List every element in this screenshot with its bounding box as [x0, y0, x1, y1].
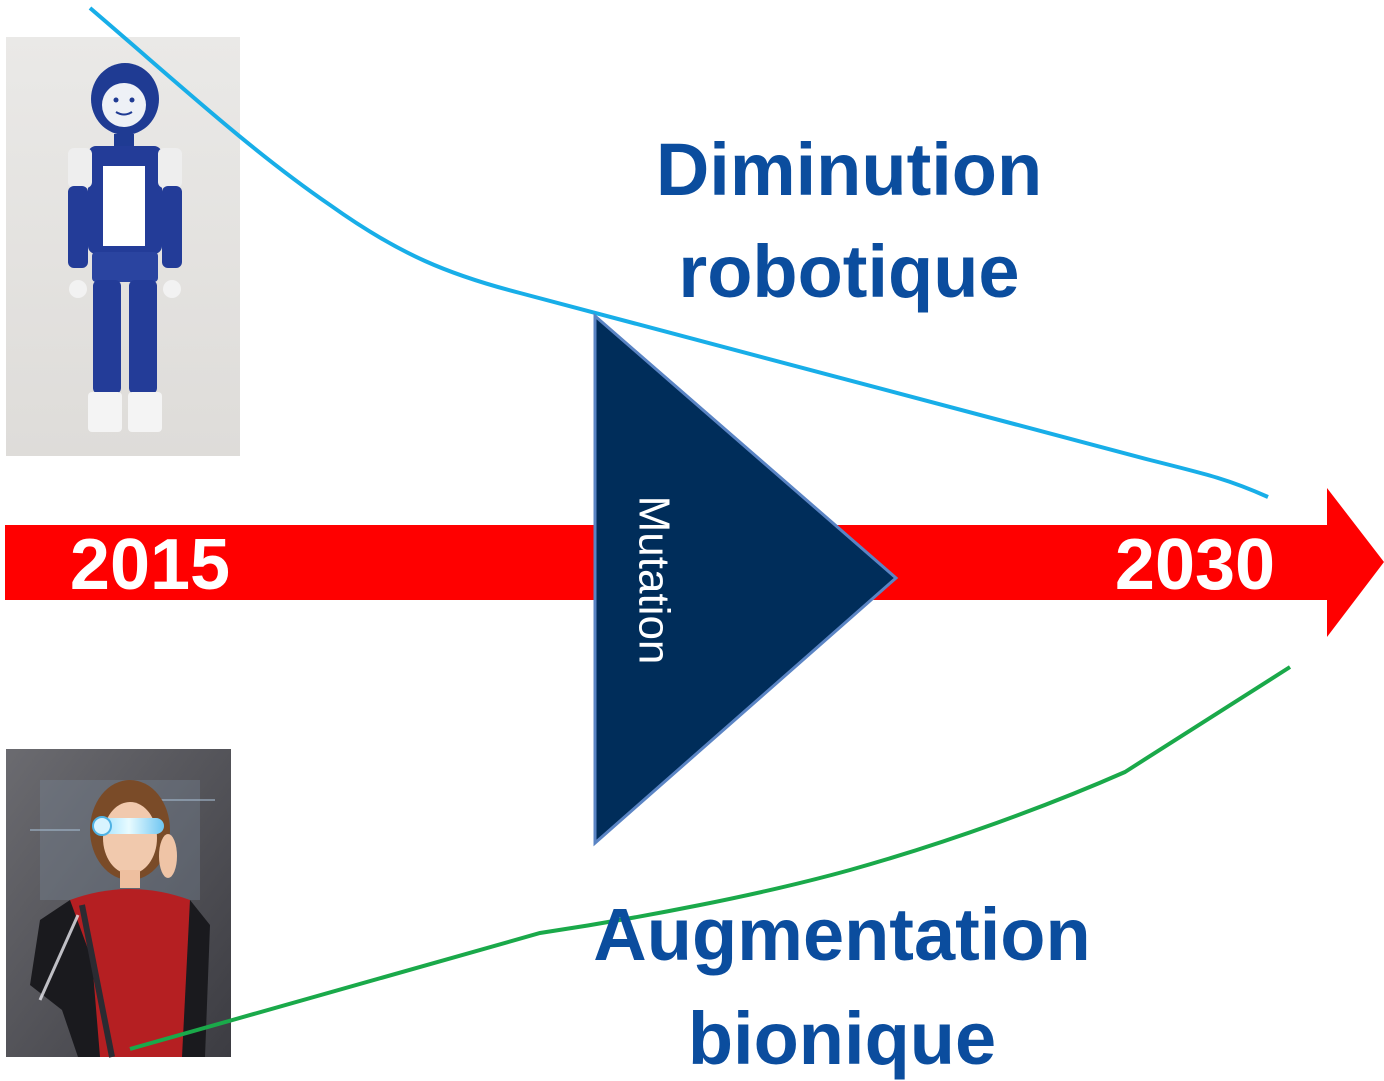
start-year-label: 2015 [70, 525, 230, 605]
robotic-heading-line1: Diminution [656, 128, 1042, 211]
robotic-heading-line2: robotique [678, 230, 1019, 313]
bionic-trend-curve [129, 665, 1292, 1051]
mutation-triangle [593, 312, 899, 847]
bionic-woman-icon [6, 749, 231, 1058]
bionic-heading-line1: Augmentation [593, 893, 1090, 976]
robot-icon [6, 37, 240, 456]
end-year-label: 2030 [1115, 525, 1275, 605]
mutation-label: Mutation [629, 496, 678, 665]
robotic-trend-curve [88, 6, 1269, 499]
bionic-heading-line2: bionique [688, 997, 996, 1080]
